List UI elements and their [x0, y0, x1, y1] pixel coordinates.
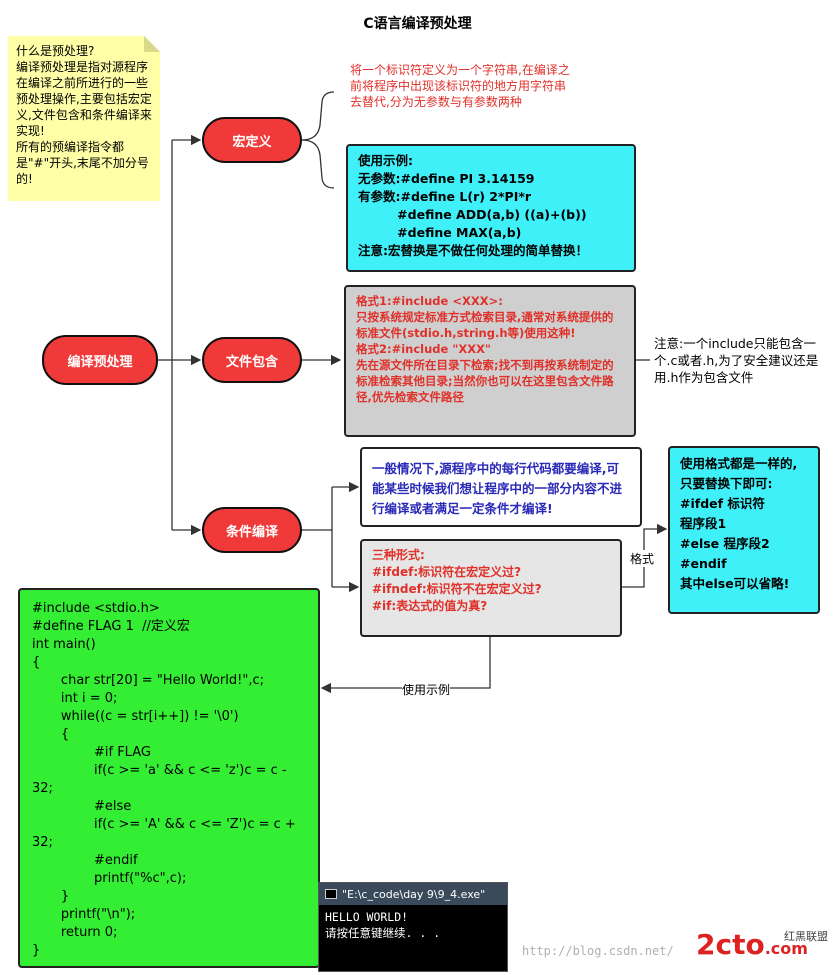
- code-line: #define FLAG 1 //定义宏: [32, 619, 190, 634]
- include-line: 格式1:#include <XXX>:: [356, 294, 503, 308]
- code-line: #if FLAG: [32, 745, 151, 760]
- node-macro[interactable]: 宏定义: [202, 117, 302, 163]
- logo-sub: 红黑联盟: [784, 930, 828, 943]
- macro-example-line: #define ADD(a,b) ((a)+(b)): [358, 207, 587, 222]
- note-fold: [144, 36, 160, 52]
- conditional-format-line: #else 程序段2: [680, 536, 770, 551]
- conditional-format-line: 使用格式都是一样的,只要替换下即可:: [680, 456, 798, 491]
- conditional-format-line: 其中else可以省略!: [680, 576, 790, 591]
- node-include[interactable]: 文件包含: [202, 337, 302, 383]
- conditional-forms-line: #if:表达式的值为真?: [372, 599, 488, 613]
- conditional-format-line: 程序段1: [680, 516, 727, 531]
- console-window[interactable]: "E:\c_code\day 9\9_4.exe" HELLO WORLD! 请…: [318, 882, 508, 972]
- conditional-forms-box: 三种形式: #ifdef:标识符在宏定义过? #ifndef:标识符不在宏定义过…: [360, 539, 622, 637]
- code-line: if(c >= 'a' && c <= 'z')c = c -: [32, 763, 287, 778]
- page-title: C语言编译预处理: [363, 16, 472, 32]
- code-line: #include <stdio.h>: [32, 601, 160, 616]
- include-note: 注意:一个include只能包含一个.c或者.h,为了安全建议还是用.h作为包含…: [654, 336, 819, 385]
- include-line: 先在源文件所在目录下检索;找不到再按系统制定的标准检索其他目录;当然你也可以在这…: [356, 358, 614, 404]
- include-line: 格式2:#include "XXX": [356, 342, 491, 356]
- macro-example-line: #define MAX(a,b): [358, 225, 522, 240]
- console-line: 请按任意键继续. . .: [325, 926, 441, 940]
- code-line: while((c = str[i++]) != '\0'): [32, 709, 239, 724]
- intro-note-text: 什么是预处理? 编译预处理是指对源程序在编译之前所进行的一些预处理操作,主要包括…: [16, 44, 152, 186]
- code-line: {: [32, 727, 70, 742]
- macro-example-line: 使用示例:: [358, 153, 413, 168]
- conditional-format-line: #endif: [680, 556, 727, 571]
- console-title: "E:\c_code\day 9\9_4.exe": [342, 887, 486, 901]
- conditional-format-line: #ifdef 标识符: [680, 496, 765, 511]
- node-root[interactable]: 编译预处理: [42, 335, 158, 385]
- code-line: 32;: [32, 835, 53, 850]
- watermark-url: http://blog.csdn.net/: [522, 944, 674, 958]
- edge-label-example: 使用示例: [402, 681, 451, 698]
- code-line: return 0;: [32, 925, 118, 940]
- code-line: #endif: [32, 853, 138, 868]
- macro-example-line: 无参数:#define PI 3.14159: [358, 171, 535, 186]
- intro-note: 什么是预处理? 编译预处理是指对源程序在编译之前所进行的一些预处理操作,主要包括…: [8, 36, 160, 201]
- site-logo: 2cto.com 红黑联盟: [696, 928, 830, 972]
- conditional-forms-line: #ifndef:标识符不在宏定义过?: [372, 582, 542, 596]
- macro-description: 将一个标识符定义为一个字符串,在编译之前将程序中出现该标识符的地方用字符串去替代…: [350, 63, 570, 109]
- code-line: 32;: [32, 781, 53, 796]
- include-line: 只按系统规定标准方式检索目录,通常对系统提供的标准文件(stdio.h,stri…: [356, 310, 614, 340]
- conditional-forms-line: 三种形式:: [372, 548, 425, 562]
- code-line: int main(): [32, 637, 96, 652]
- macro-example-line: 注意:宏替换是不做任何处理的简单替换！: [358, 243, 588, 258]
- logo-dot: .com: [764, 939, 808, 958]
- code-line: char str[20] = "Hello World!",c;: [32, 673, 264, 688]
- conditional-forms-line: #ifdef:标识符在宏定义过?: [372, 565, 522, 579]
- node-conditional[interactable]: 条件编译: [202, 507, 302, 553]
- console-title-bar[interactable]: "E:\c_code\day 9\9_4.exe": [319, 883, 507, 905]
- code-line: printf("\n");: [32, 907, 136, 922]
- conditional-format-box: 使用格式都是一样的,只要替换下即可: #ifdef 标识符 程序段1 #else…: [668, 446, 820, 614]
- code-example-box: #include <stdio.h> #define FLAG 1 //定义宏 …: [18, 588, 320, 968]
- code-line: {: [32, 655, 41, 670]
- conditional-description: 一般情况下,源程序中的每行代码都要编译,可能某些时候我们想让程序中的一部分内容不…: [372, 461, 623, 516]
- conditional-description-box: 一般情况下,源程序中的每行代码都要编译,可能某些时候我们想让程序中的一部分内容不…: [360, 447, 642, 527]
- code-line: #else: [32, 799, 132, 814]
- edge-label-format: 格式: [630, 550, 655, 567]
- console-window-icon: [325, 889, 337, 899]
- code-line: }: [32, 889, 70, 904]
- macro-example-line: 有参数:#define L(r) 2*PI*r: [358, 189, 532, 204]
- console-output: HELLO WORLD! 请按任意键继续. . .: [319, 905, 507, 945]
- include-format-box: 格式1:#include <XXX>: 只按系统规定标准方式检索目录,通常对系统…: [344, 285, 636, 437]
- code-line: if(c >= 'A' && c <= 'Z')c = c +: [32, 817, 296, 832]
- code-line: }: [32, 943, 41, 958]
- code-line: printf("%c",c);: [32, 871, 187, 886]
- console-line: HELLO WORLD!: [325, 910, 409, 924]
- code-line: int i = 0;: [32, 691, 118, 706]
- macro-example-box: 使用示例: 无参数:#define PI 3.14159 有参数:#define…: [346, 144, 636, 272]
- logo-main: 2cto: [696, 928, 765, 961]
